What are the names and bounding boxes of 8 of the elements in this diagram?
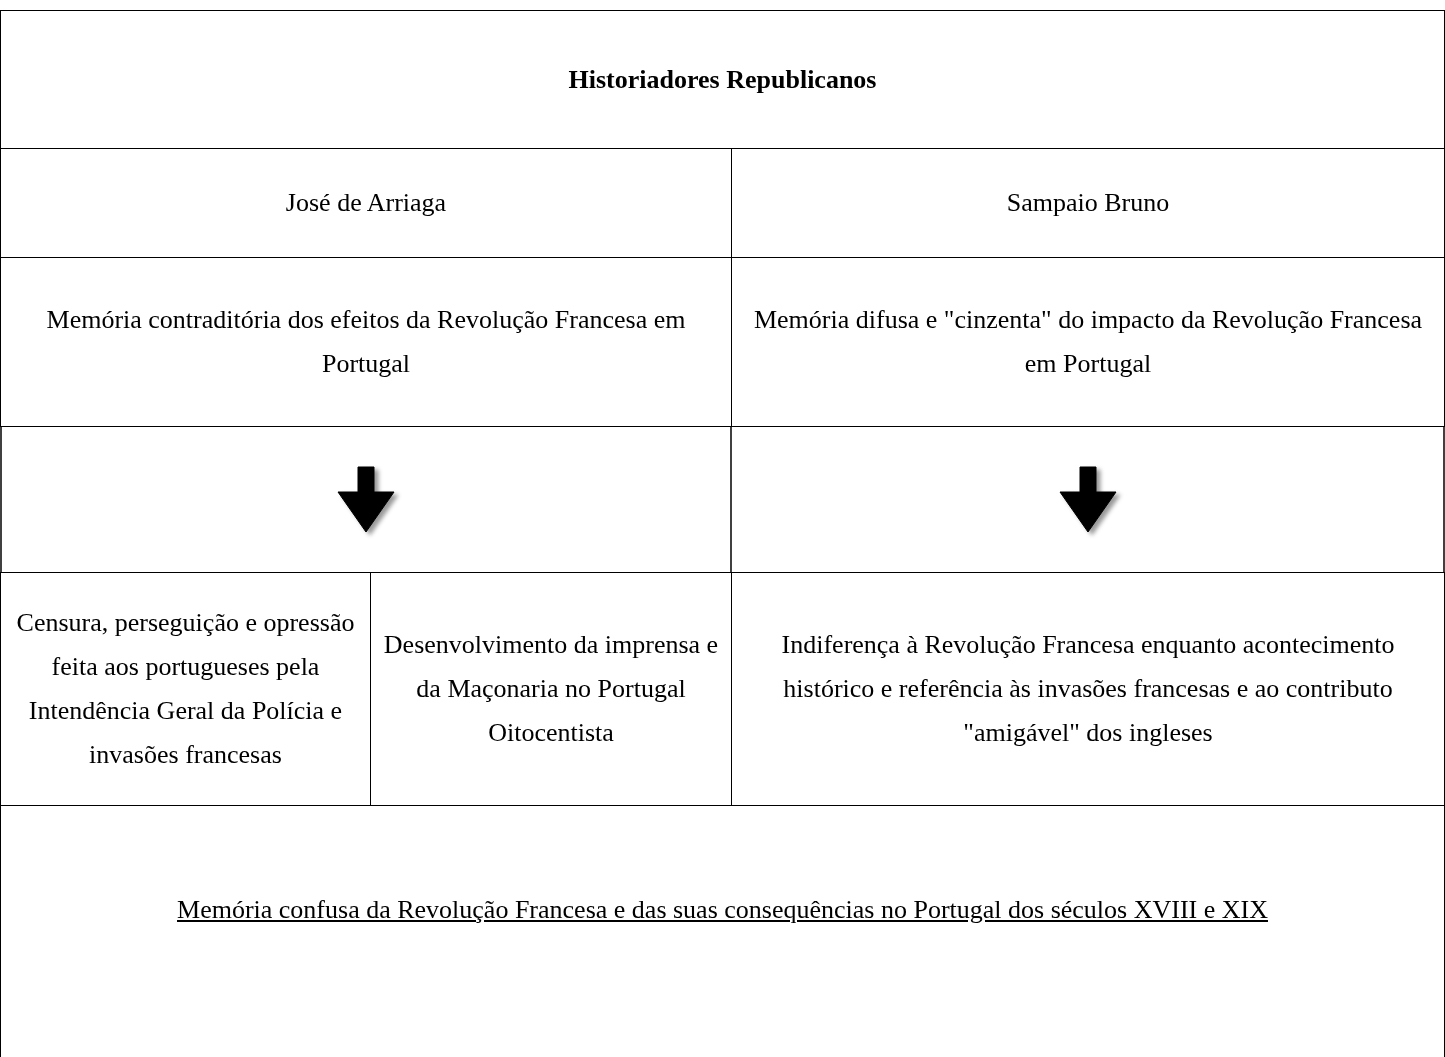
consequence-text: Indiferença à Revolução Francesa enquanto acontecimento histórico e referência às invasões francesas e ao contributo "amigável" dos ingleses — [731, 572, 1445, 806]
conclusion-text: Memória confusa da Revolução Francesa e das suas consequências no Portugal dos séculos XVIII e XIX — [0, 805, 1445, 1057]
memory-description: Memória contraditória dos efeitos da Revolução Francesa em Portugal — [0, 257, 732, 427]
consequence-text: Censura, perseguição e opressão feita aos portugueses pela Intendência Geral da Polícia e invasões francesas — [0, 572, 371, 806]
memory-description: Memória difusa e "cinzenta" do impacto da Revolução Francesa em Portugal — [731, 257, 1445, 427]
arrow — [337, 466, 395, 533]
table-heading: Historiadores Republicanos — [0, 10, 1445, 149]
arrow — [1059, 466, 1117, 533]
